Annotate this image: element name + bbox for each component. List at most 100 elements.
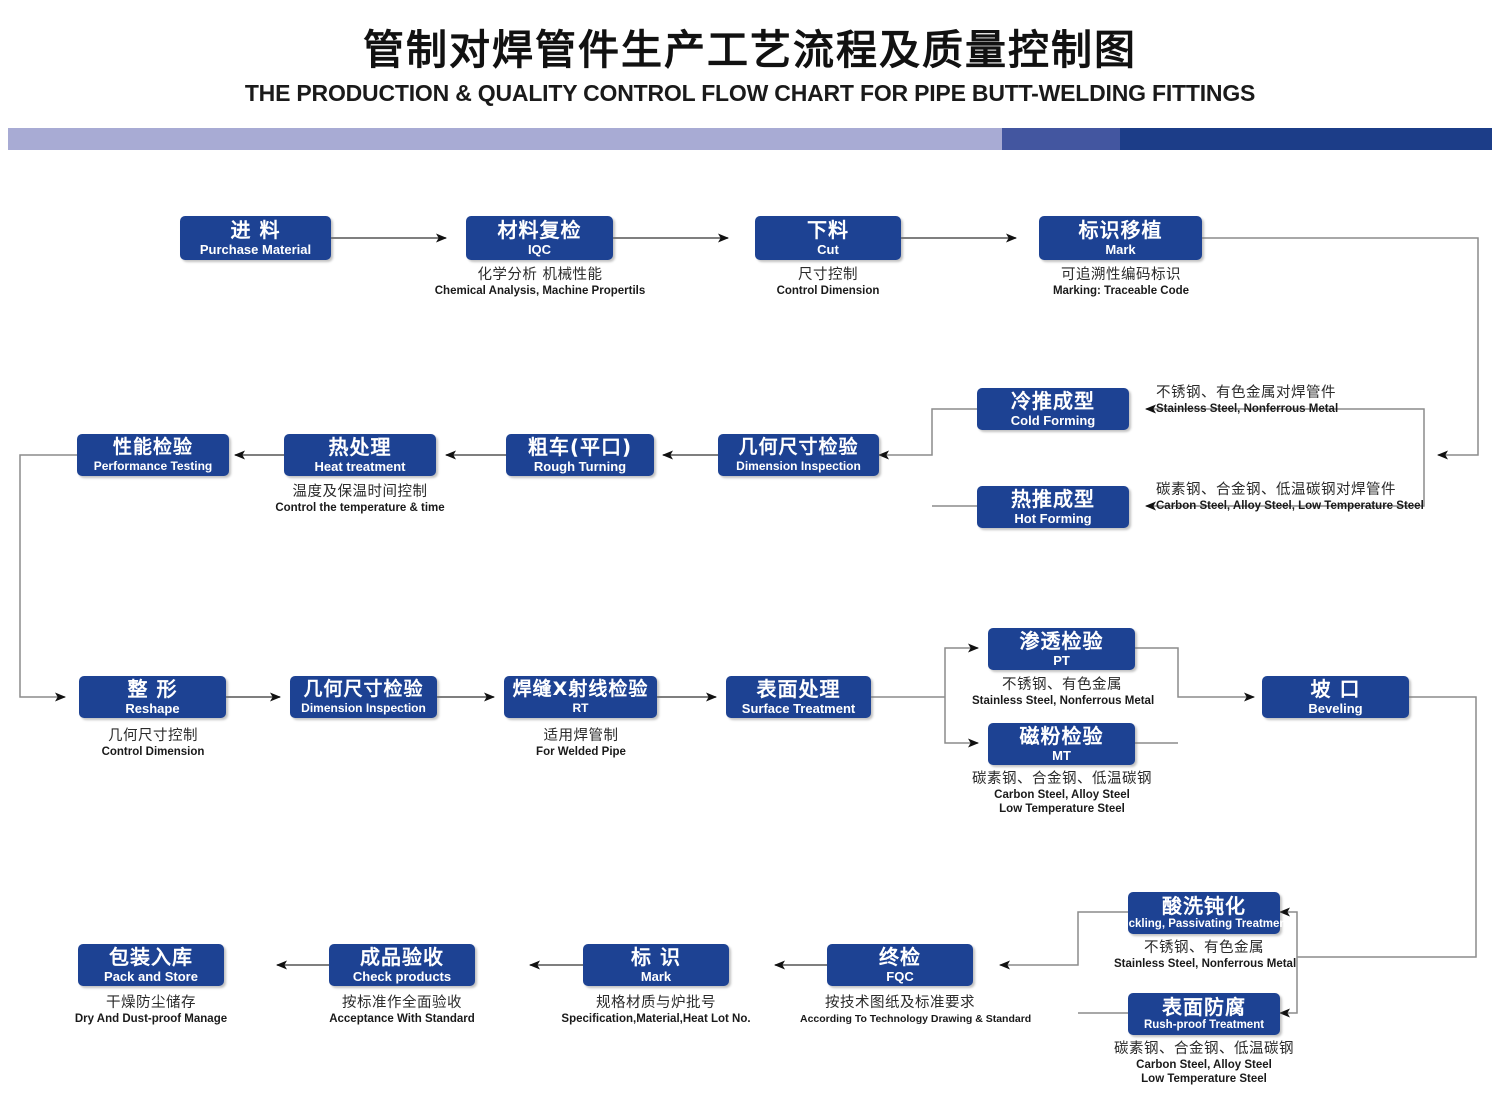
node-label-cn: 热处理 xyxy=(328,435,392,459)
node-label-en: MT xyxy=(1052,748,1071,763)
caption-rust-proof: 碳素钢、合金钢、低温碳钢 Carbon Steel, Alloy Steel L… xyxy=(1104,1041,1304,1086)
node-label-en: Cut xyxy=(817,242,839,257)
node-label-en: Pickling, Passivating Treatment xyxy=(1117,917,1291,930)
node-mark-bottom[interactable]: 标 识 Mark xyxy=(583,944,729,986)
node-label-cn: 几何尺寸检验 xyxy=(303,678,424,700)
node-dimension-inspection-2[interactable]: 几何尺寸检验 Dimension Inspection xyxy=(290,676,437,718)
caption-en: Stainless Steel, Nonferrous Metal xyxy=(1156,403,1339,416)
caption-en: Acceptance With Standard xyxy=(329,1013,475,1026)
caption-cn: 按技术图纸及标准要求 xyxy=(825,995,975,1011)
caption-cn: 尺寸控制 xyxy=(798,267,858,283)
caption-heat-treatment: 温度及保温时间控制 Control the temperature & time xyxy=(240,484,480,516)
node-label-en: Beveling xyxy=(1308,701,1363,716)
node-purchase-material[interactable]: 进 料 Purchase Material xyxy=(180,216,331,260)
node-label-cn: 包装入库 xyxy=(109,945,193,969)
caption-iqc: 化学分析 机械性能 Chemical Analysis, Machine Pro… xyxy=(390,267,690,299)
caption-cn: 适用焊管制 xyxy=(543,728,619,744)
header-bar-segment-light xyxy=(8,128,1002,150)
page-title-chinese: 管制对焊管件生产工艺流程及质量控制图 xyxy=(363,26,1137,74)
caption-cut: 尺寸控制 Control Dimension xyxy=(708,267,948,299)
node-label-en: Reshape xyxy=(125,701,180,716)
caption-mark-top: 可追溯性编码标识 Marking: Traceable Code xyxy=(985,267,1257,299)
node-label-en: Surface Treatment xyxy=(741,701,856,716)
caption-cn: 规格材质与炉批号 xyxy=(596,995,716,1011)
caption-cn: 碳素钢、合金钢、低温碳钢对焊管件 xyxy=(1156,482,1396,498)
caption-en: Dry And Dust-proof Manage xyxy=(74,1013,228,1026)
node-label-en: Mark xyxy=(640,969,672,984)
node-mark-top[interactable]: 标识移植 Mark xyxy=(1039,216,1202,260)
node-dimension-inspection-1[interactable]: 几何尺寸检验 Dimension Inspection xyxy=(718,434,879,476)
node-label-cn: 性能检验 xyxy=(112,436,193,458)
page-title-english: THE PRODUCTION & QUALITY CONTROL FLOW CH… xyxy=(244,80,1256,106)
node-pt[interactable]: 渗透检验 PT xyxy=(988,628,1135,670)
node-rough-turning[interactable]: 粗车(平口) Rough Turning xyxy=(506,434,654,476)
node-surface-treatment[interactable]: 表面处理 Surface Treatment xyxy=(726,676,871,718)
caption-fqc: 按技术图纸及标准要求 According To Technology Drawi… xyxy=(800,995,1032,1026)
node-rust-proof[interactable]: 表面防腐 Rush-proof Treatment xyxy=(1128,993,1280,1035)
node-pickling[interactable]: 酸洗钝化 Pickling, Passivating Treatment xyxy=(1118,892,1290,934)
caption-en: Chemical Analysis, Machine Propertils xyxy=(434,285,646,298)
node-label-cn: 热推成型 xyxy=(1011,487,1095,511)
node-label-en: Hot Forming xyxy=(1014,511,1092,526)
node-label-cn: 表面处理 xyxy=(756,677,841,701)
node-beveling[interactable]: 坡 口 Beveling xyxy=(1262,676,1409,718)
caption-cn: 化学分析 机械性能 xyxy=(477,267,603,283)
node-label-en: Rough Turning xyxy=(533,459,627,474)
node-hot-forming[interactable]: 热推成型 Hot Forming xyxy=(977,486,1129,528)
node-label-cn: 整 形 xyxy=(127,677,178,701)
node-label-en: Dimension Inspection xyxy=(736,459,861,473)
node-label-en: PT xyxy=(1053,653,1070,668)
node-label-en: Dimension Inspection xyxy=(301,701,426,715)
caption-check-products: 按标准作全面验收 Acceptance With Standard xyxy=(312,995,492,1027)
caption-cn: 不锈钢、有色金属 xyxy=(1144,940,1264,956)
caption-cn: 几何尺寸控制 xyxy=(108,728,198,744)
node-label-en: Mark xyxy=(1105,242,1136,257)
node-label-en: FQC xyxy=(886,969,914,984)
node-reshape[interactable]: 整 形 Reshape xyxy=(79,676,226,718)
node-performance-testing[interactable]: 性能检验 Performance Testing xyxy=(77,434,229,476)
caption-cold-forming: 不锈钢、有色金属对焊管件 Stainless Steel, Nonferrous… xyxy=(1156,385,1486,417)
node-label-cn: 标 识 xyxy=(631,945,681,969)
caption-pack-and-store: 干燥防尘储存 Dry And Dust-proof Manage xyxy=(60,995,242,1027)
caption-en: Carbon Steel, Alloy Steel Low Temperatur… xyxy=(1136,1059,1272,1085)
caption-mark-bottom: 规格材质与炉批号 Specification,Material,Heat Lot… xyxy=(556,995,756,1027)
node-label-en: IQC xyxy=(527,242,552,257)
node-check-products[interactable]: 成品验收 Check products xyxy=(329,944,475,986)
node-heat-treatment[interactable]: 热处理 Heat treatment xyxy=(284,434,436,476)
node-label-cn: 坡 口 xyxy=(1310,677,1361,701)
node-pack-and-store[interactable]: 包装入库 Pack and Store xyxy=(78,944,224,986)
node-label-cn: 磁粉检验 xyxy=(1019,724,1104,748)
node-cold-forming[interactable]: 冷推成型 Cold Forming xyxy=(977,388,1129,430)
node-label-cn: 下料 xyxy=(807,218,849,242)
node-label-en: Rush-proof Treatment xyxy=(1143,1018,1265,1031)
caption-en: Control Dimension xyxy=(101,746,205,759)
node-label-en: Heat treatment xyxy=(314,459,406,474)
node-label-en: RT xyxy=(572,701,589,715)
caption-pt: 不锈钢、有色金属 Stainless Steel, Nonferrous Met… xyxy=(972,677,1155,709)
caption-en: Stainless Steel, Nonferrous Metal xyxy=(972,695,1155,708)
caption-en: For Welded Pipe xyxy=(536,746,626,759)
caption-en: According To Technology Drawing & Standa… xyxy=(800,1013,1032,1026)
node-cut[interactable]: 下料 Cut xyxy=(755,216,901,260)
node-rt[interactable]: 焊缝X射线检验 RT xyxy=(504,676,657,718)
caption-en: Marking: Traceable Code xyxy=(1052,285,1190,298)
node-label-en: Check products xyxy=(352,969,452,984)
node-label-cn: 粗车(平口) xyxy=(527,435,633,459)
node-mt[interactable]: 磁粉检验 MT xyxy=(988,723,1135,765)
node-label-cn: 成品验收 xyxy=(360,945,444,969)
caption-cn: 碳素钢、合金钢、低温碳钢 xyxy=(1114,1041,1294,1057)
caption-en: Carbon Steel, Alloy Steel, Low Temperatu… xyxy=(1156,500,1424,513)
header-bar-segment-mid xyxy=(1002,128,1120,150)
node-fqc[interactable]: 终检 FQC xyxy=(827,944,973,986)
node-iqc[interactable]: 材料复检 IQC xyxy=(466,216,613,260)
caption-pickling: 不锈钢、有色金属 Stainless Steel, Nonferrous Met… xyxy=(1114,940,1296,972)
caption-en: Control Dimension xyxy=(776,285,880,298)
node-label-en: Cold Forming xyxy=(1010,413,1096,428)
node-label-cn: 焊缝X射线检验 xyxy=(512,678,649,700)
node-label-cn: 进 料 xyxy=(230,218,281,242)
node-label-cn: 酸洗钝化 xyxy=(1162,893,1246,918)
caption-cn: 温度及保温时间控制 xyxy=(292,484,428,500)
node-label-cn: 材料复检 xyxy=(497,218,582,242)
